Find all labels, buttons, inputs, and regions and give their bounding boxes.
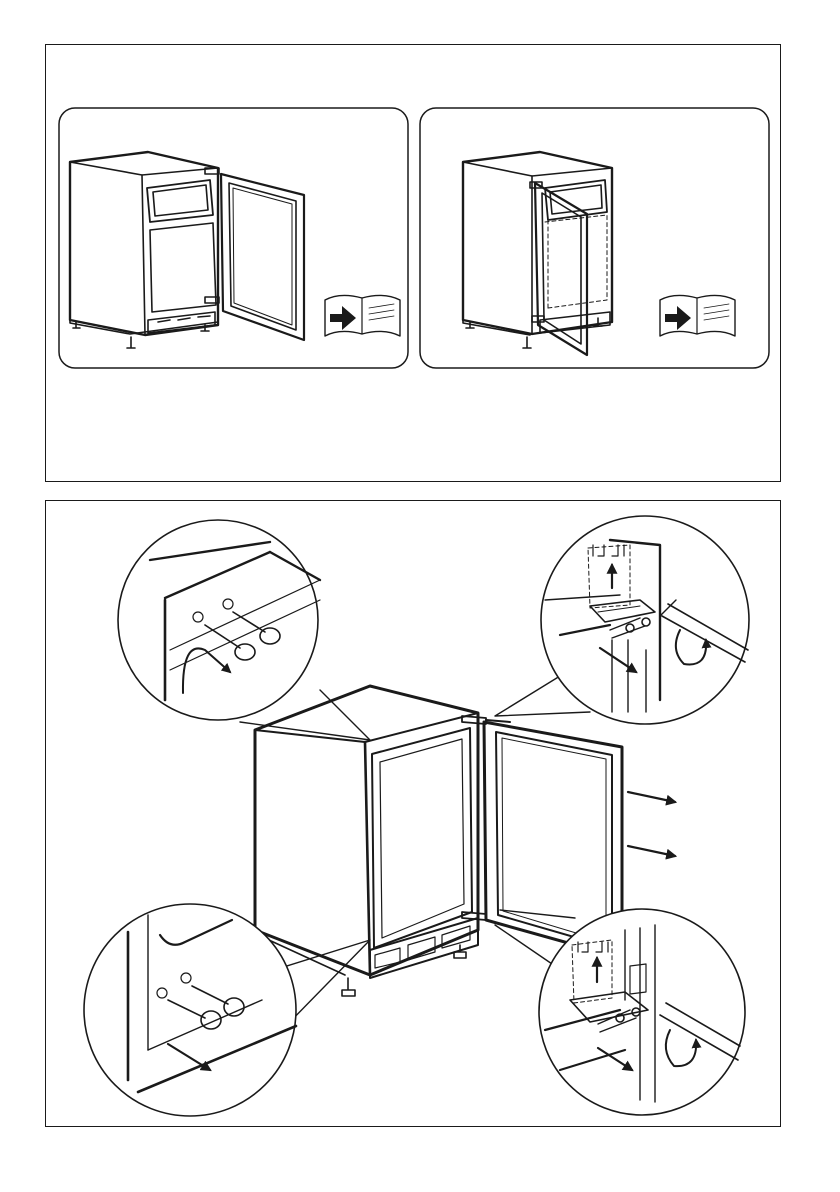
- callout-bottom-left-hinge-holes: [84, 904, 370, 1116]
- fridge-door-illustration: [463, 152, 612, 355]
- callout-top-left-hinge-holes: [118, 520, 370, 740]
- fridge-with-freezer-illustration: [70, 152, 304, 348]
- manual-book-icon: [325, 295, 400, 336]
- callout-top-right-hinge-detail: [495, 516, 749, 724]
- manual-book-icon-2: [660, 295, 735, 336]
- top-right-panel: [420, 108, 769, 368]
- callout-bottom-right-hinge-detail: [495, 909, 745, 1115]
- top-left-panel: [59, 108, 408, 368]
